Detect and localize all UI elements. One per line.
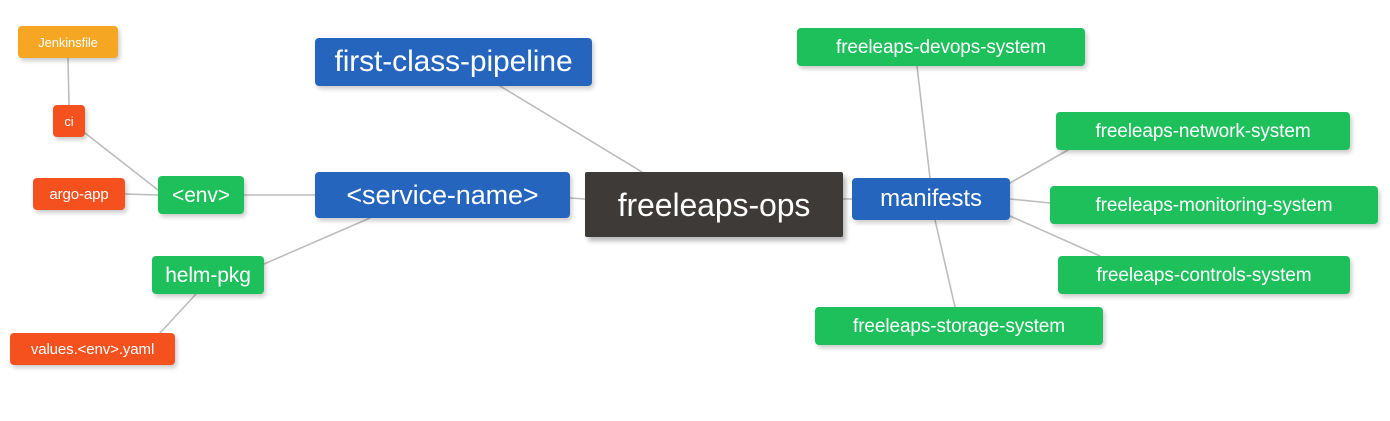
node-service-name[interactable]: <service-name> [315, 172, 570, 218]
node-freeleaps-controls-system[interactable]: freeleaps-controls-system [1058, 256, 1350, 294]
node-freeleaps-monitoring-system[interactable]: freeleaps-monitoring-system [1050, 186, 1378, 224]
node-label: helm-pkg [165, 263, 251, 287]
node-jenkinsfile[interactable]: Jenkinsfile [18, 26, 118, 58]
node-values-env-yaml[interactable]: values.<env>.yaml [10, 333, 175, 365]
node-freeleaps-ops[interactable]: freeleaps-ops [585, 172, 843, 237]
node-manifests[interactable]: manifests [852, 178, 1010, 220]
node-label: freeleaps-controls-system [1096, 264, 1312, 286]
node-label: manifests [880, 185, 982, 212]
node-helm-pkg[interactable]: helm-pkg [152, 256, 264, 294]
node-label: <env> [172, 183, 230, 207]
node-label: freeleaps-devops-system [836, 36, 1046, 58]
node-label: freeleaps-storage-system [853, 315, 1065, 337]
node-first-class-pipeline[interactable]: first-class-pipeline [315, 38, 592, 86]
node-label: values.<env>.yaml [30, 340, 155, 358]
node-label: Jenkinsfile [38, 34, 98, 50]
node-label: <service-name> [346, 179, 539, 210]
node-label: argo-app [49, 185, 109, 203]
node-label: freeleaps-network-system [1095, 120, 1311, 142]
node-label: first-class-pipeline [334, 45, 573, 78]
node-env[interactable]: <env> [158, 176, 244, 214]
node-ci[interactable]: ci [53, 105, 85, 137]
node-label: freeleaps-monitoring-system [1095, 194, 1333, 216]
node-freeleaps-network-system[interactable]: freeleaps-network-system [1056, 112, 1350, 150]
node-argo-app[interactable]: argo-app [33, 178, 125, 210]
node-label: freeleaps-ops [617, 186, 811, 223]
node-freeleaps-storage-system[interactable]: freeleaps-storage-system [815, 307, 1103, 345]
node-freeleaps-devops-system[interactable]: freeleaps-devops-system [797, 28, 1085, 66]
node-label: ci [64, 113, 74, 129]
